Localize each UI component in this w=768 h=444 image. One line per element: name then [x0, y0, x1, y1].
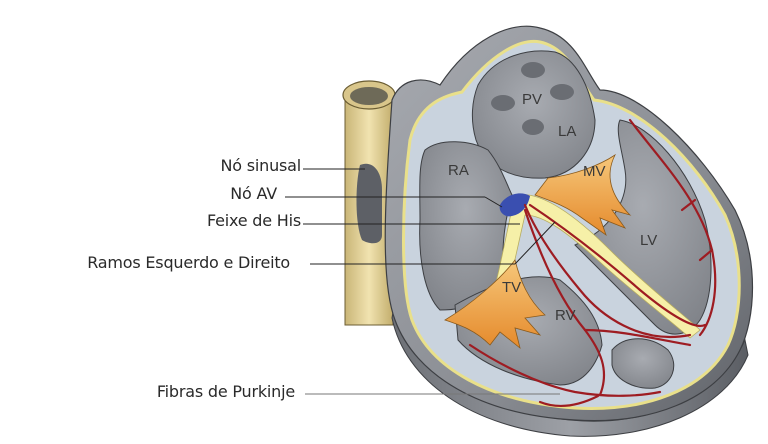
label-sinus-node: Nó sinusal [220, 156, 302, 175]
leader-av-node-tip [484, 196, 503, 208]
tricuspid-valve [444, 259, 546, 350]
chamber-label-mv: MV [583, 163, 606, 180]
chamber-label-tv: TV [502, 279, 521, 296]
chamber-label-rv: RV [555, 307, 576, 324]
chamber-label-pv: PV [522, 91, 542, 108]
sinus-node [356, 163, 382, 244]
purkinje-fibers [468, 118, 717, 408]
label-his-bundle: Feixe de His [206, 211, 301, 230]
label-av-node: Nó AV [230, 184, 277, 203]
vena-cava [342, 80, 396, 326]
pulmonary-vein-openings [491, 62, 574, 135]
left-atrium-cavity [471, 50, 596, 179]
label-purkinje-fibers: Fibras de Purkinje [156, 382, 295, 401]
leader-bundle-branches-tip [514, 221, 556, 265]
apex-recess [611, 338, 675, 389]
chamber-label-ra: RA [448, 162, 469, 179]
leader-lines [285, 168, 560, 395]
label-bundle-branches: Ramos Esquerdo e Direito [87, 253, 290, 272]
chamber-label-la: LA [558, 123, 576, 140]
chamber-label-lv: LV [640, 232, 657, 249]
av-node [499, 193, 530, 217]
mitral-valve [534, 153, 632, 237]
left-ventricle-cavity [574, 119, 712, 335]
